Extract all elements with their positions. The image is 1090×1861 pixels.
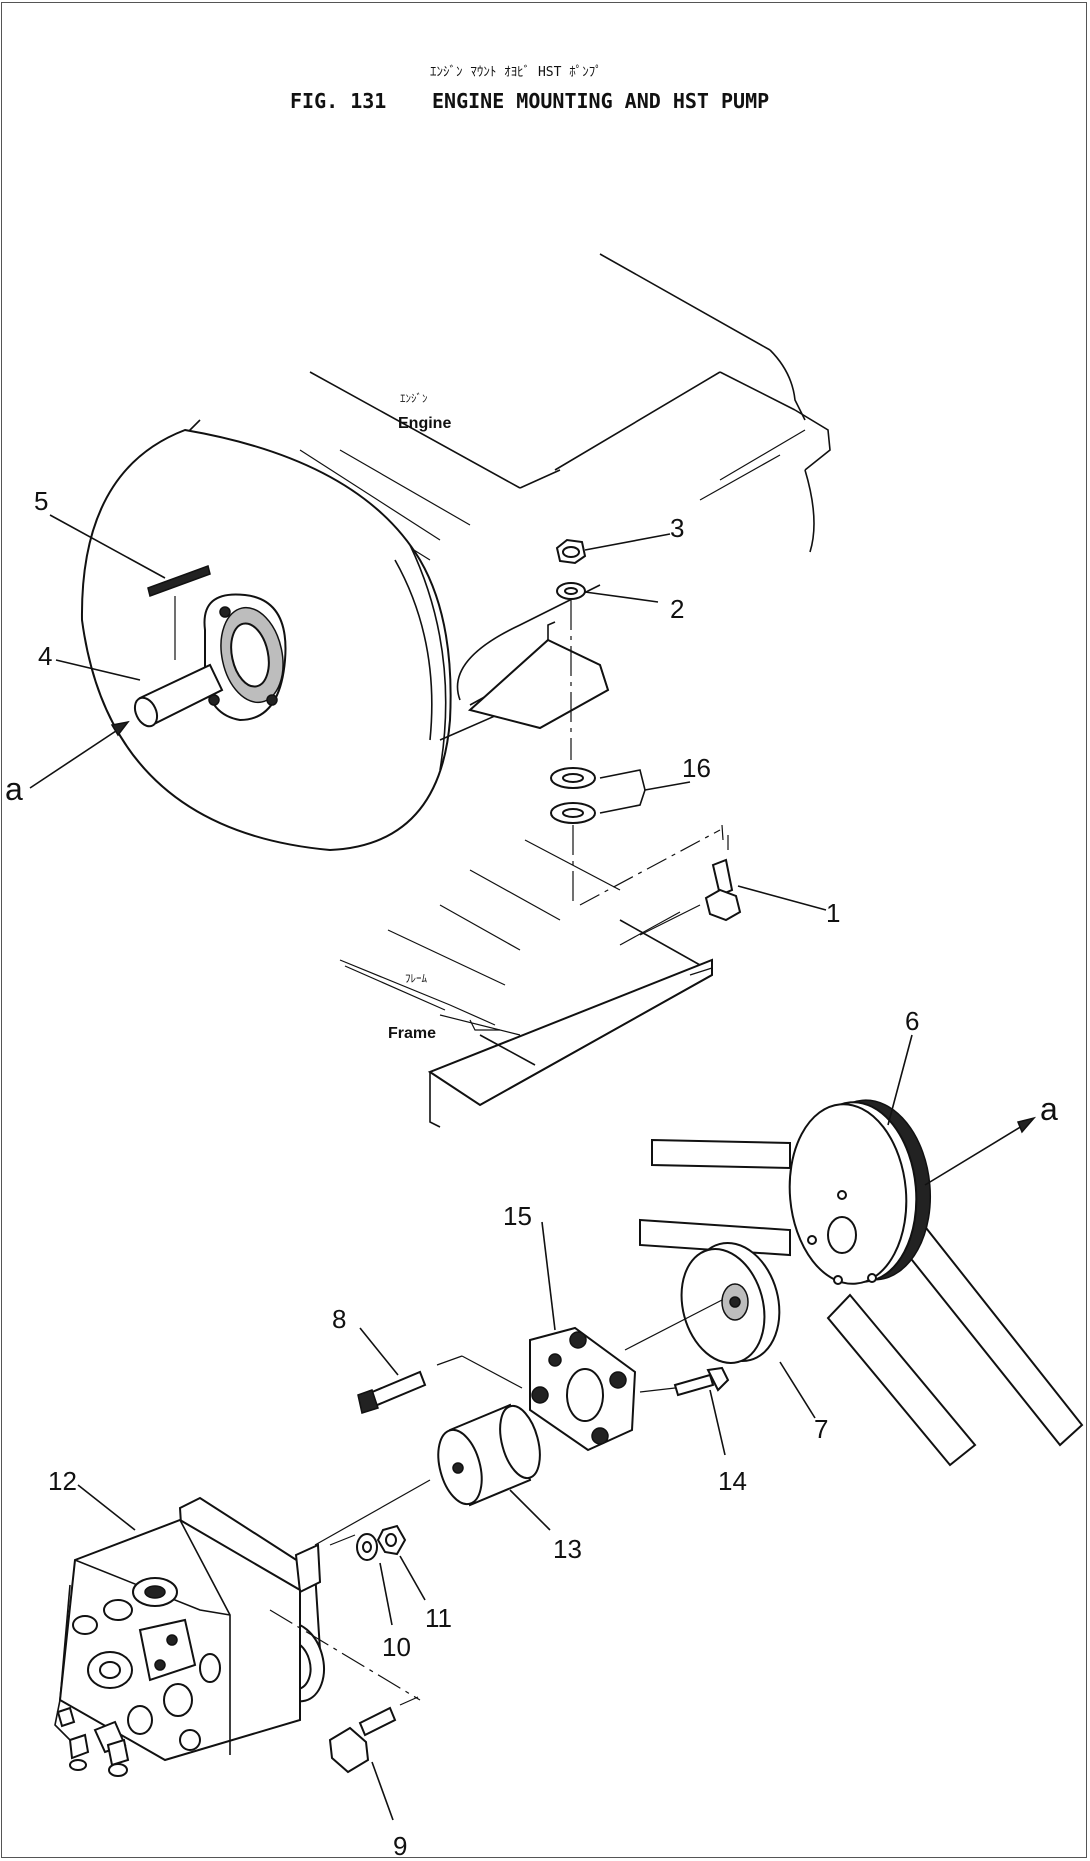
figure-title-kana: ｴﾝｼﾞﾝ ﾏｳﾝﾄ ｵﾖﾋﾞ HST ﾎﾟﾝﾌﾟ	[430, 65, 602, 80]
callout-6: 6	[905, 1006, 919, 1036]
washers-10-11	[356, 1524, 407, 1561]
callout-11: 11	[425, 1603, 452, 1633]
pulley-and-belts	[639, 1099, 1084, 1467]
callout-13: 13	[553, 1534, 582, 1564]
callout-3: 3	[670, 513, 684, 543]
callout-12: 12	[48, 1466, 77, 1496]
figure-title: ENGINE MOUNTING AND HST PUMP	[432, 89, 769, 113]
callout-15: 15	[503, 1201, 532, 1231]
callout-9: 9	[393, 1831, 407, 1861]
coupling-hub	[624, 1241, 781, 1364]
callout-4: 4	[38, 641, 52, 671]
callout-1: 1	[826, 898, 840, 928]
engine-label: Engine	[398, 415, 451, 432]
figure-number: FIG. 131	[290, 89, 386, 113]
frame-structure	[339, 839, 713, 1128]
engine-assembly	[80, 253, 831, 852]
flexible-coupling	[529, 1326, 730, 1452]
callout-10: 10	[382, 1632, 411, 1662]
connector-a-left: a	[5, 771, 23, 807]
engine-label-kana: ｴﾝｼﾞﾝ	[400, 392, 428, 405]
callout-5: 5	[34, 486, 48, 516]
frame-label: Frame	[388, 1025, 436, 1042]
callout-14: 14	[718, 1466, 747, 1496]
connector-a-right: a	[1040, 1091, 1058, 1127]
callout-8: 8	[332, 1304, 346, 1334]
frame-label-kana: ﾌﾚｰﾑ	[405, 972, 427, 985]
callout-7: 7	[814, 1414, 828, 1444]
mount-hardware	[550, 538, 742, 922]
bolt-9	[328, 1696, 419, 1774]
spacer-sleeve	[314, 1403, 541, 1546]
leader-lines	[29, 514, 1037, 1821]
hst-pump	[54, 1496, 421, 1777]
bolt-8	[357, 1355, 523, 1414]
callout-2: 2	[670, 594, 684, 624]
callout-16: 16	[682, 753, 711, 783]
